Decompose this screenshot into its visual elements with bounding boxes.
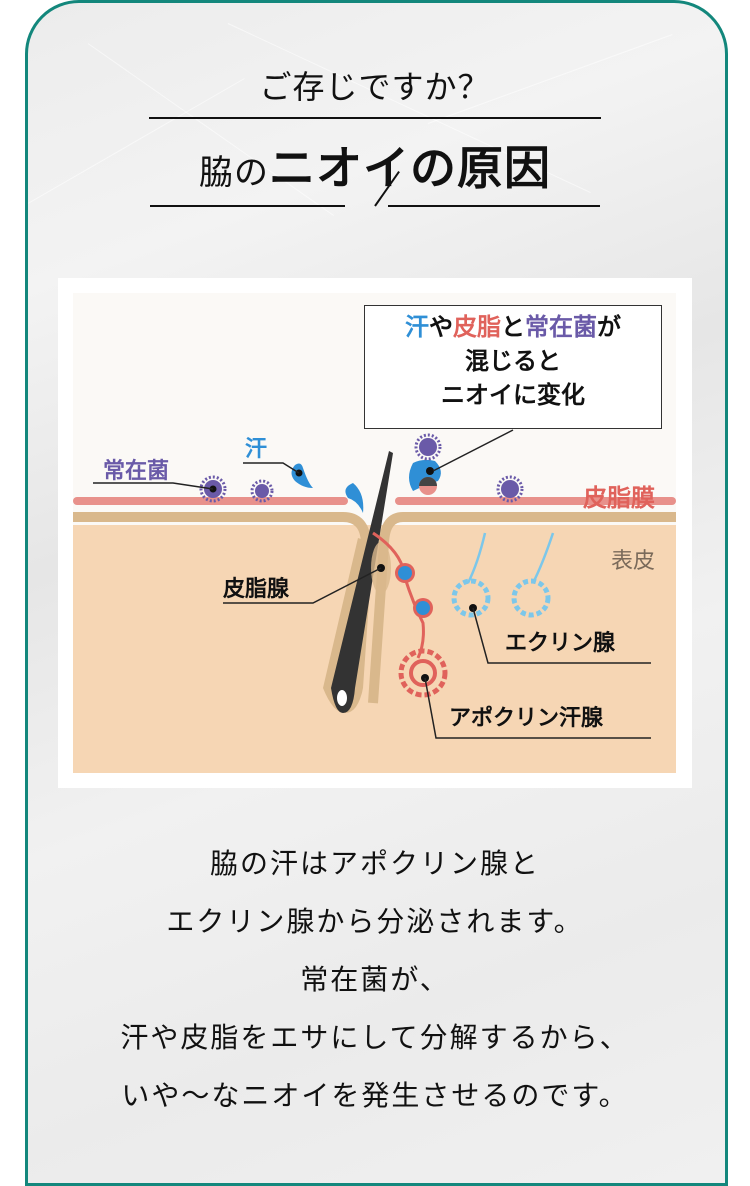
label-bacteria: 常在菌 (103, 459, 170, 484)
skin-cross-section-illustration (73, 429, 676, 773)
callout-line3: ニオイに変化 (441, 381, 585, 409)
page-title: 脇のニオイの原因 (0, 132, 750, 198)
callout-box: 汗や皮脂と常在菌が 混じると ニオイに変化 (364, 305, 662, 429)
callout-line2: 混じると (465, 347, 561, 375)
callout-ya: や (429, 313, 453, 341)
explanation-line: 汗や皮脂をエサにして分解するから、 (120, 1021, 630, 1054)
label-epidermis: 表皮 (611, 549, 656, 574)
skin-diagram: 汗や皮脂と常在菌が 混じると ニオイに変化 常在菌 汗 皮脂膜 表皮 皮脂腺 エ… (73, 293, 676, 773)
label-sweat: 汗 (245, 437, 268, 462)
title-part2: ニオイの原因 (269, 141, 551, 195)
bottom-rule-right (388, 205, 600, 207)
callout-sebum: 皮脂 (453, 313, 501, 341)
label-sebaceous-gland: 皮脂腺 (223, 577, 290, 602)
explanation-line: いや～なニオイを発生させるのです。 (121, 1079, 629, 1112)
skin-diagram-frame: 汗や皮脂と常在菌が 混じると ニオイに変化 常在菌 汗 皮脂膜 表皮 皮脂腺 エ… (58, 278, 692, 788)
explanation-line: エクリン腺から分泌されます。 (166, 905, 584, 938)
callout-sweat: 汗 (405, 313, 429, 341)
eyebrow-text: ご存じですか？ (259, 68, 491, 106)
callout-to: と (501, 313, 525, 341)
explanation-text: 脇の汗はアポクリン腺と エクリン腺から分泌されます。 常在菌が、 汗や皮脂をエサ… (0, 835, 750, 1125)
bottom-rule-left (150, 205, 345, 207)
label-eccrine-gland: エクリン腺 (505, 631, 616, 656)
callout-line1: 汗や皮脂と常在菌が (365, 310, 661, 344)
explanation-line: 常在菌が、 (300, 963, 450, 996)
explanation-line: 脇の汗はアポクリン腺と (209, 847, 540, 880)
callout-bacteria: 常在菌 (525, 313, 597, 341)
label-apocrine-gland: アポクリン汗腺 (449, 706, 604, 731)
callout-ga: が (597, 313, 621, 341)
title-particle: の (234, 153, 269, 193)
title-part1: 脇 (199, 153, 234, 193)
top-rule (149, 117, 601, 119)
label-sebum-film: 皮脂膜 (583, 484, 655, 512)
